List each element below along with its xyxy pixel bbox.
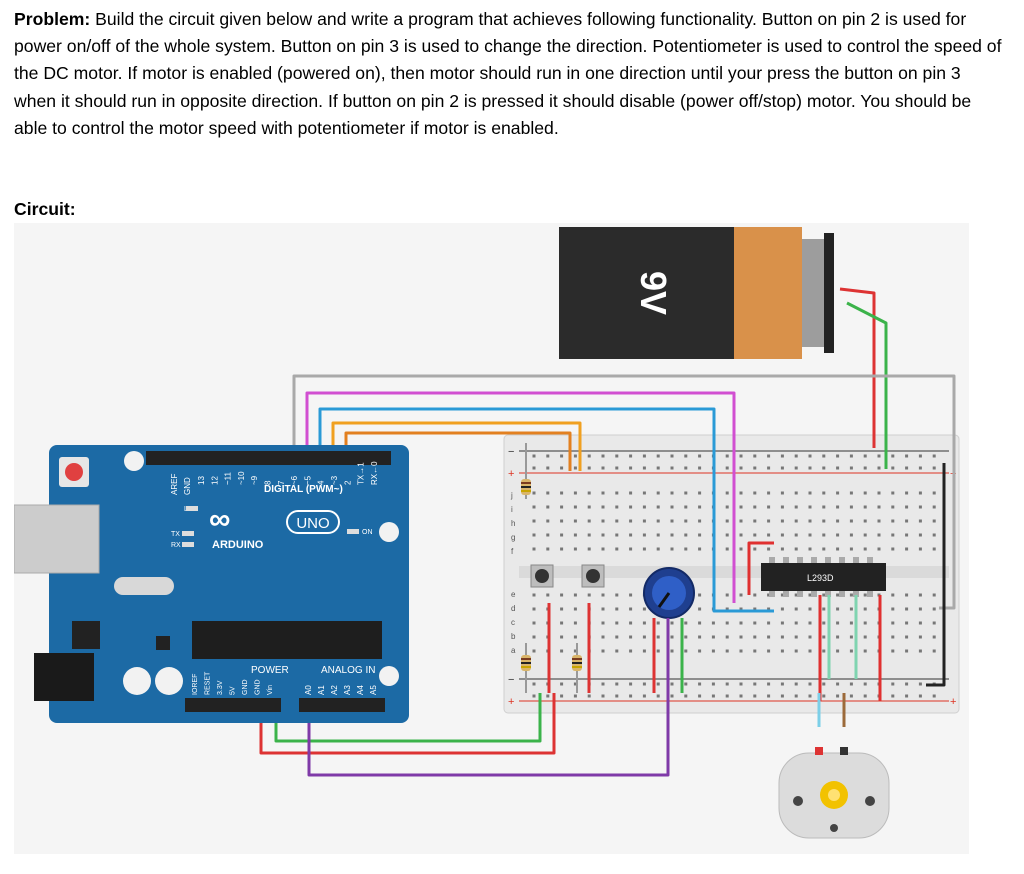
breadboard-row-label: b [511, 632, 516, 641]
analog-pin-label: A4 [356, 685, 365, 695]
digital-pin-label: 13 [197, 476, 206, 485]
l293d-chip: L293D [761, 557, 886, 597]
power-pin-label: IOREF [192, 674, 199, 695]
chip-label: L293D [807, 573, 834, 583]
digital-pin-label: 7 [277, 480, 286, 485]
digital-pin-label: ~9 [250, 475, 259, 485]
digital-pin-label: 8 [264, 480, 273, 485]
breadboard-row-label: e [511, 590, 516, 599]
analog-pin-label: A5 [369, 685, 378, 695]
digital-pin-label: 12 [210, 476, 219, 485]
infinity-logo: ∞ [209, 503, 230, 536]
breadboard-row-label: g [511, 533, 515, 542]
rail-minus-top: − [508, 446, 514, 458]
resistor-2 [572, 643, 582, 693]
rail-plus-top: + [508, 468, 514, 480]
analog-in-label: ANALOG IN [321, 665, 375, 676]
uno-label: UNO [296, 515, 329, 532]
power-pin-label: GND [255, 679, 262, 695]
digital-pin-label: 2 [343, 480, 352, 485]
rail-plus-bottom-right: + [950, 696, 956, 708]
digital-pin-label: ~3 [330, 475, 339, 485]
problem-label: Problem: [14, 9, 91, 29]
power-pin-label: 5V [230, 686, 237, 695]
arduino-gnd-label: GND [183, 477, 192, 495]
analog-pin-label: A1 [317, 685, 326, 695]
tx-label: TX [171, 531, 180, 538]
dc-motor [778, 747, 890, 839]
digital-pin-label: ~10 [237, 471, 246, 485]
digital-pin-label: RX←0 [370, 461, 379, 485]
potentiometer [643, 567, 695, 619]
battery-label: 9V [633, 271, 674, 315]
digital-pin-label: TX→1 [357, 462, 366, 485]
breadboard-row-label: f [511, 547, 514, 556]
breadboard-row-label: d [511, 604, 515, 613]
power-pin-label: 3.3V [217, 680, 224, 695]
battery-9v: 9V [559, 227, 834, 359]
arduino-brand: ARDUINO [212, 539, 264, 551]
rail-plus-bottom: + [508, 696, 514, 708]
analog-pin-label: A2 [330, 685, 339, 695]
circuit-heading: Circuit: [14, 199, 76, 219]
power-pin-label: GND [242, 679, 249, 695]
wires [259, 287, 956, 777]
resistor-1 [521, 443, 531, 693]
problem-text: Build the circuit given below and write … [14, 9, 1002, 138]
digital-pin-label: ~5 [303, 475, 312, 485]
digital-pin-label: 4 [317, 480, 326, 485]
rail-minus-bottom: − [508, 674, 514, 686]
rx-label: RX [171, 542, 181, 549]
power-pin-label: Vin [267, 685, 274, 695]
pushbutton-pin2 [530, 564, 554, 588]
digital-pwm-label: DIGITAL (PWM~) [264, 484, 343, 495]
pushbutton-pin3 [581, 564, 605, 588]
breadboard-row-label: c [511, 618, 515, 627]
analog-pin-label: A0 [304, 685, 313, 695]
digital-pin-label: ~11 [224, 471, 233, 485]
arduino-aref-label: AREF [170, 474, 179, 495]
power-label: POWER [251, 665, 289, 676]
on-label: ON [362, 529, 373, 536]
power-pin-label: RESET [205, 671, 212, 695]
problem-statement: Problem: Build the circuit given below a… [14, 6, 1004, 142]
digital-pin-label: ~6 [290, 475, 299, 485]
breadboard-row-label: i [511, 505, 513, 514]
analog-pin-label: A3 [343, 685, 352, 695]
breadboard-row-label: a [511, 646, 516, 655]
breadboard-row-label: j [510, 491, 513, 500]
breadboard-row-label: h [511, 519, 515, 528]
